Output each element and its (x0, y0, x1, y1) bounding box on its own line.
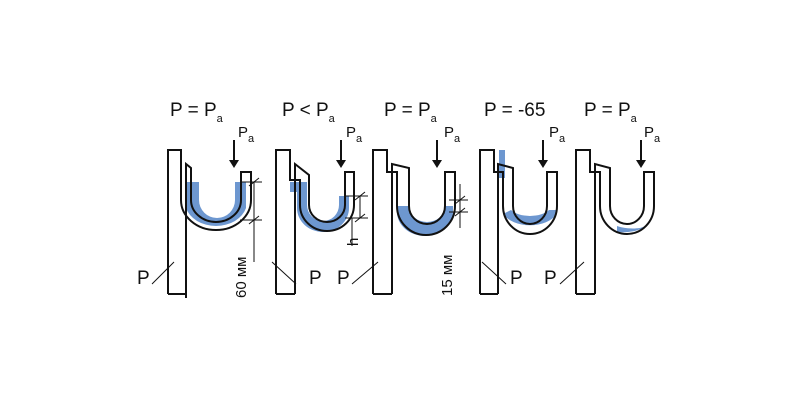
panel-4-p-label: P (510, 268, 523, 289)
panel-1-p-label: P (137, 268, 150, 289)
panel-4-condition: P = -65 (484, 100, 545, 121)
panel-3-p-label: P (337, 268, 350, 289)
panel-4-p-leader (481, 261, 507, 285)
panel-3-condition: P = Pa (384, 100, 438, 125)
panel-1-pa-label: Pa (238, 124, 255, 145)
panel-2-trap-pipe (275, 149, 355, 295)
panel-5-water (617, 226, 646, 233)
panel-3: P = Pa Pa 15 мм P (337, 100, 468, 296)
panel-2: P < Pa Pa h P (271, 100, 368, 295)
panel-4-water (499, 150, 557, 226)
panel-1-dimension-lines (240, 177, 262, 262)
panel-4-pa-label: Pa (549, 124, 566, 145)
panel-5-pressure-arrow (636, 140, 646, 168)
panel-1-p-leader (151, 261, 175, 285)
panel-1-condition: P = Pa (170, 100, 224, 125)
panel-3-pa-label: Pa (444, 124, 461, 145)
panel-5-condition: P = Pa (584, 100, 638, 125)
panel-4-pressure-arrow (538, 140, 548, 168)
panel-5-trap-pipe (575, 149, 655, 295)
panel-3-pressure-arrow (432, 140, 442, 168)
panel-1-pressure-arrow (229, 140, 239, 168)
panel-4: P = -65 Pa P (479, 100, 566, 295)
panel-3-dimension-lines (449, 184, 468, 228)
panel-2-pressure-arrow (336, 140, 346, 168)
panel-1-water (186, 182, 246, 226)
panel-1-trap-pipe (167, 149, 252, 298)
panel-5-p-label: P (544, 268, 557, 289)
panel-3-p-leader (351, 261, 379, 285)
panel-1: P = Pa Pa 60 мм P (137, 100, 262, 298)
panel-1-dimension: 60 мм (233, 257, 250, 298)
panel-5-pa-label: Pa (644, 124, 661, 145)
panel-2-condition: P < Pa (282, 100, 336, 125)
panel-3-trap-pipe (372, 149, 456, 295)
panel-3-dimension: 15 мм (439, 255, 456, 296)
panel-2-water (290, 182, 349, 232)
panel-2-dimension: h (345, 238, 362, 246)
panel-2-dimension-lines (345, 191, 368, 246)
panel-5: P = Pa Pa P (544, 100, 661, 295)
panel-2-p-leader (271, 261, 297, 285)
panel-2-p-label: P (309, 268, 322, 289)
panel-2-pa-label: Pa (346, 124, 363, 145)
panel-4-trap-pipe (479, 149, 558, 295)
panel-5-p-leader (559, 261, 585, 285)
